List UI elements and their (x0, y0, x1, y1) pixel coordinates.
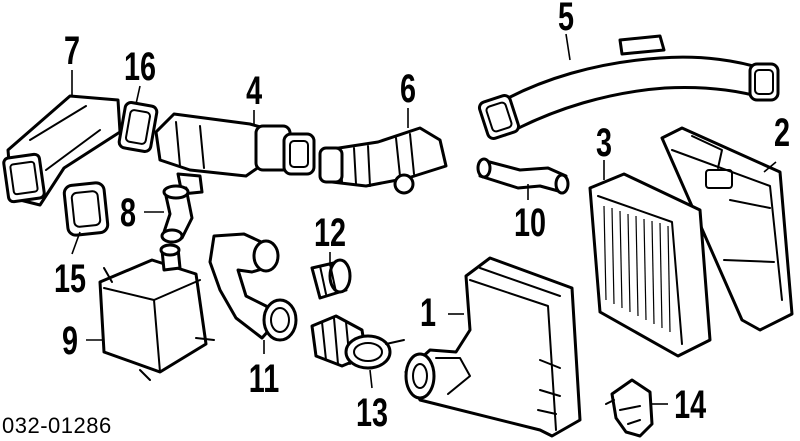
callout-7: 7 (64, 28, 80, 73)
callout-3: 3 (596, 120, 612, 165)
leader-lines (71, 33, 777, 405)
part-9-resonator-chamber (98, 243, 215, 381)
callout-11: 11 (249, 356, 279, 401)
part-15-gasket (62, 181, 110, 237)
callout-13: 13 (356, 390, 388, 435)
callout-12: 12 (314, 210, 346, 255)
part-4-resonator-duct (154, 112, 316, 196)
callout-15: 15 (54, 256, 86, 301)
part-6-bellows-hose (318, 126, 448, 195)
callout-5: 5 (558, 0, 574, 39)
callout-2: 2 (774, 110, 790, 155)
callout-9: 9 (62, 318, 78, 363)
part-5-intake-pipe (477, 34, 780, 140)
callout-labels: 1 2 3 4 5 6 7 8 9 10 11 12 13 14 15 16 (54, 0, 790, 435)
callout-10: 10 (514, 200, 546, 245)
part-2-air-box (660, 126, 794, 332)
callout-14: 14 (674, 382, 707, 427)
callout-16: 16 (124, 44, 156, 89)
callout-8: 8 (120, 190, 136, 235)
part-1-intercooler (404, 256, 582, 438)
part-14-bracket (605, 378, 654, 438)
part-7-duct (2, 94, 122, 207)
callout-4: 4 (246, 68, 263, 113)
part-3-air-filter (588, 172, 712, 358)
callout-6: 6 (400, 66, 416, 111)
part-13-bellows-coupler (310, 314, 405, 370)
part-8-elbow-hose (160, 184, 194, 244)
part-10-small-hose (476, 157, 570, 195)
part-11-intake-tube (208, 232, 298, 342)
callout-1: 1 (420, 290, 436, 335)
part-12-coupler (310, 258, 352, 300)
part-code: 032-01286 (2, 413, 112, 438)
part-16-gasket (117, 101, 159, 153)
